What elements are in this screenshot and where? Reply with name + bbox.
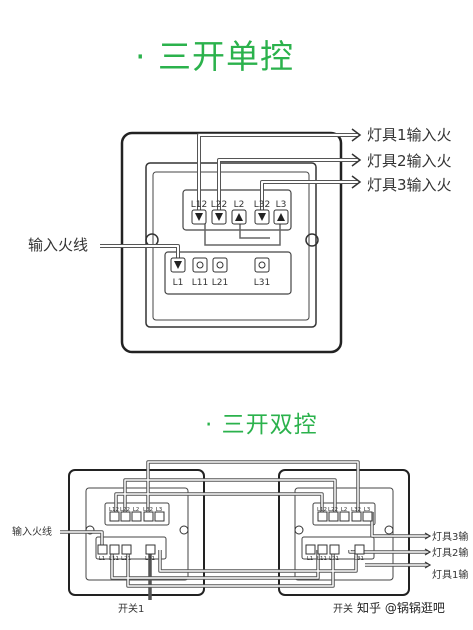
switch1-terminals xyxy=(97,511,165,555)
terminal-label: L21 xyxy=(329,556,339,562)
single-control-diagram: L12 L22 L2 L32 L3 xyxy=(28,126,452,354)
top-terminals xyxy=(191,209,289,225)
terminal-label: L32 xyxy=(351,507,361,513)
switch1-label: 开关1 xyxy=(118,602,144,615)
switch2-body xyxy=(294,487,394,581)
dual-lamp1-label: 灯具1输 xyxy=(432,568,468,581)
terminal-label: L32 xyxy=(143,507,153,513)
terminal-label: L2 xyxy=(133,507,140,513)
bottom-terminals xyxy=(170,257,270,273)
terminal-label: L22 xyxy=(211,200,227,210)
lamp2-label: 灯具2输入火 xyxy=(367,152,452,170)
terminal-label: L1 xyxy=(173,278,184,288)
switch1-body xyxy=(85,487,189,581)
terminal-label: L31 xyxy=(254,278,270,288)
terminal-label: L2 xyxy=(341,507,348,513)
switch2-plate xyxy=(278,469,410,596)
terminal-label: L31 xyxy=(145,556,155,562)
watermark-text: 知乎 @锅锅逛吧 xyxy=(357,600,445,615)
switch2-label: 开关 xyxy=(333,602,353,615)
diagram2-title: · 三开双控 xyxy=(205,412,318,438)
dual-control-diagram: L12 L22 L2 L32 L3 L1 L11 L21 L31 L12 L22… xyxy=(12,460,468,615)
terminal-label: L3 xyxy=(156,507,163,513)
lamp1-label: 灯具1输入火 xyxy=(367,126,452,144)
terminal-label: L21 xyxy=(121,556,131,562)
terminal-label: L1 xyxy=(99,556,106,562)
dual-lamp3-label: 灯具3输 xyxy=(432,530,468,543)
terminal-label: L2 xyxy=(234,200,245,210)
terminal-label: L11 xyxy=(109,556,119,562)
dual-lamp2-label: 灯具2输 xyxy=(432,546,468,559)
mount-ear-right xyxy=(305,233,319,247)
terminal-label: L21 xyxy=(212,278,228,288)
terminal-label: L31 xyxy=(354,556,364,562)
terminal-label: L11 xyxy=(317,556,327,562)
terminal-label: L32 xyxy=(254,200,270,210)
terminal-label: L1 xyxy=(307,556,314,562)
terminal-label: L22 xyxy=(328,507,338,513)
terminal-label: L12 xyxy=(191,200,207,210)
terminal-label: L12 xyxy=(317,507,327,513)
terminal-label: L12 xyxy=(109,507,119,513)
terminal-label: L3 xyxy=(276,200,287,210)
terminal-label: L11 xyxy=(192,278,208,288)
dual-input-live-label: 输入火线 xyxy=(12,525,52,538)
diagram1-title: · 三开单控 xyxy=(135,37,294,76)
terminal-label: L22 xyxy=(120,507,130,513)
switch2-terminals xyxy=(305,511,373,555)
lamp3-label: 灯具3输入火 xyxy=(367,176,452,194)
input-live-label: 输入火线 xyxy=(28,236,88,254)
terminal-label: L3 xyxy=(364,507,371,513)
